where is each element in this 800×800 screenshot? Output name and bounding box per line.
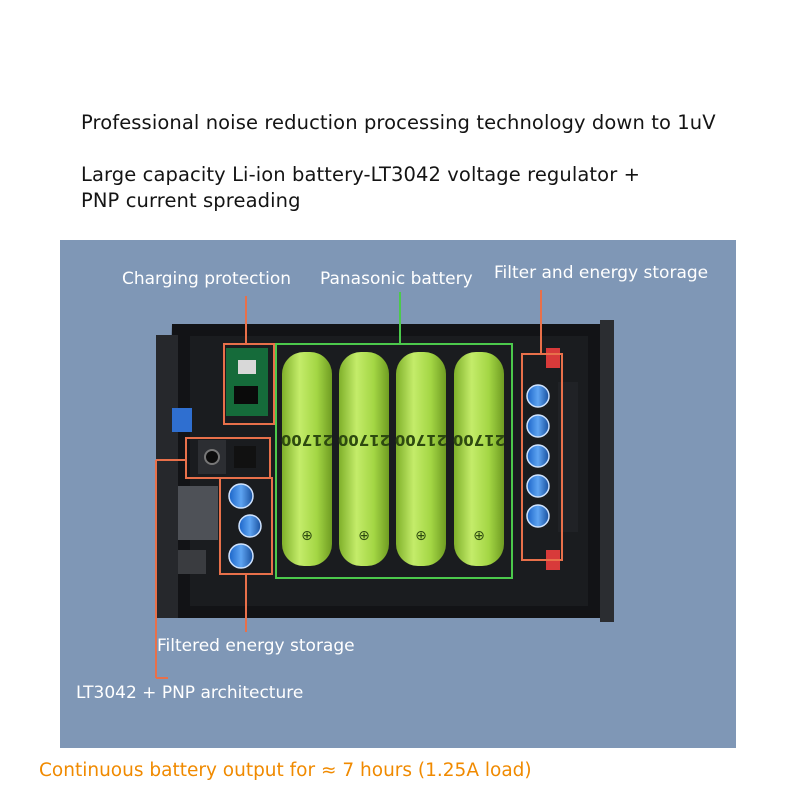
callout-lt3042-pnp: LT3042 + PNP architecture [76,683,304,703]
switch-block [198,440,256,474]
svg-text:⊕: ⊕ [301,528,313,544]
battery-life-footer: Continuous battery output for ≈ 7 hours … [39,760,532,781]
headline-line-1: Professional noise reduction processing … [81,111,716,134]
svg-text:⊕: ⊕ [473,528,485,544]
left-capacitors [228,483,262,569]
product-photo-panel: 21700 ⊕ 21700 ⊕ 21700 ⊕ 21700 ⊕ [60,240,736,748]
charging-module [226,348,268,416]
battery-1-label: 21700 [281,431,333,449]
callout-panasonic-battery: Panasonic battery [320,269,473,289]
callout-charging-protection: Charging protection [122,269,292,289]
battery-3-label: 21700 [395,431,447,449]
headline-line-2: Large capacity Li-ion battery-LT3042 vol… [81,163,641,186]
svg-text:⊕: ⊕ [358,528,370,544]
battery-4-label: 21700 [453,431,505,449]
svg-text:⊕: ⊕ [415,528,427,544]
battery-2-label: 21700 [338,431,390,449]
power-supply-board-illustration: 21700 ⊕ 21700 ⊕ 21700 ⊕ 21700 ⊕ [155,290,614,679]
battery-pack: 21700 ⊕ 21700 ⊕ 21700 ⊕ 21700 ⊕ [281,352,505,566]
headline-line-3: PNP current spreading [81,189,301,212]
callout-filtered-energy-storage: Filtered energy storage [157,636,355,656]
callout-filter-energy-storage: Filter and energy storage [494,263,709,283]
